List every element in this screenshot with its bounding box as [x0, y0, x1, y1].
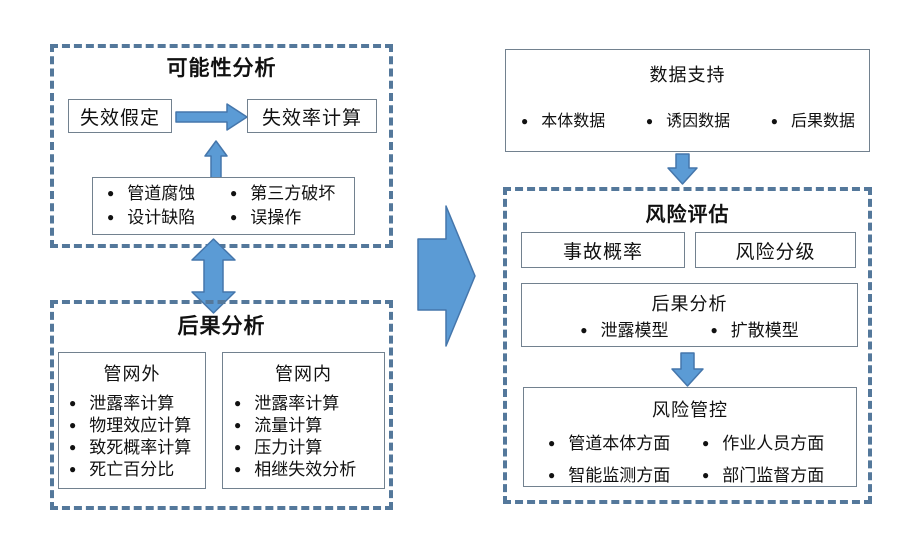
control-item: 部门监督方面	[702, 465, 856, 487]
control-item: 作业人员方面	[702, 433, 856, 455]
double-vertical-arrow-icon	[191, 238, 236, 314]
outside-network-box: 管网外 泄露率计算 物理效应计算 致死概率计算 死亡百分比	[58, 352, 206, 489]
outside-network-title: 管网外	[103, 364, 161, 384]
risk-panel-title: 风险评估	[645, 204, 730, 226]
model-item: 泄露模型	[580, 320, 669, 342]
failure-rate-box: 失效率计算	[247, 99, 377, 133]
inside-item: 压力计算	[234, 437, 384, 459]
inside-item: 流量计算	[234, 415, 384, 437]
data-support-item: 后果数据	[771, 111, 855, 133]
consequence-models-box: 后果分析 泄露模型 扩散模型	[521, 283, 858, 347]
outside-item: 泄露率计算	[69, 393, 205, 415]
accident-probability-label: 事故概率	[562, 241, 643, 263]
outside-item: 死亡百分比	[69, 459, 205, 481]
risk-control-title: 风险管控	[652, 400, 728, 420]
down-arrow-icon	[667, 153, 698, 185]
risk-grading-box: 风险分级	[695, 232, 856, 268]
cause-item: 设计缺陷	[107, 207, 230, 229]
model-item: 扩散模型	[711, 320, 799, 342]
consequence-models-title: 后果分析	[651, 294, 728, 314]
cause-item: 管道腐蚀	[107, 183, 230, 205]
control-item: 管道本体方面	[548, 433, 702, 455]
cause-item: 误操作	[230, 207, 354, 229]
big-right-arrow-icon	[417, 205, 476, 347]
consequence-panel-title: 后果分析	[177, 315, 266, 338]
outside-item: 致死概率计算	[69, 437, 205, 459]
inside-item: 相继失效分析	[234, 459, 384, 481]
right-arrow-icon	[175, 103, 248, 131]
inside-item: 泄露率计算	[234, 393, 384, 415]
data-support-title: 数据支持	[649, 65, 726, 85]
possibility-panel-title: 可能性分析	[166, 57, 277, 80]
consequence-analysis-panel	[50, 300, 393, 510]
down-arrow-icon	[671, 352, 704, 387]
failure-assumption-label: 失效假定	[79, 107, 160, 129]
risk-control-box: 风险管控 管道本体方面 作业人员方面 智能监测方面 部门监督方面	[523, 387, 857, 487]
risk-grading-label: 风险分级	[735, 241, 816, 263]
up-arrow-icon	[204, 140, 228, 179]
risk-assessment-panel	[503, 187, 872, 504]
accident-probability-box: 事故概率	[521, 232, 685, 268]
control-item: 智能监测方面	[548, 465, 702, 487]
data-support-item: 本体数据	[521, 111, 605, 133]
failure-causes-box: 管道腐蚀 第三方破坏 设计缺陷 误操作	[92, 177, 355, 235]
failure-rate-label: 失效率计算	[261, 107, 362, 129]
cause-item: 第三方破坏	[230, 183, 354, 205]
inside-network-title: 管网内	[275, 364, 332, 384]
inside-network-box: 管网内 泄露率计算 流量计算 压力计算 相继失效分析	[222, 352, 385, 489]
outside-item: 物理效应计算	[69, 415, 205, 437]
data-support-box: 数据支持 本体数据 诱因数据 后果数据	[505, 49, 870, 152]
failure-assumption-box: 失效假定	[68, 99, 172, 133]
data-support-item: 诱因数据	[646, 111, 730, 133]
